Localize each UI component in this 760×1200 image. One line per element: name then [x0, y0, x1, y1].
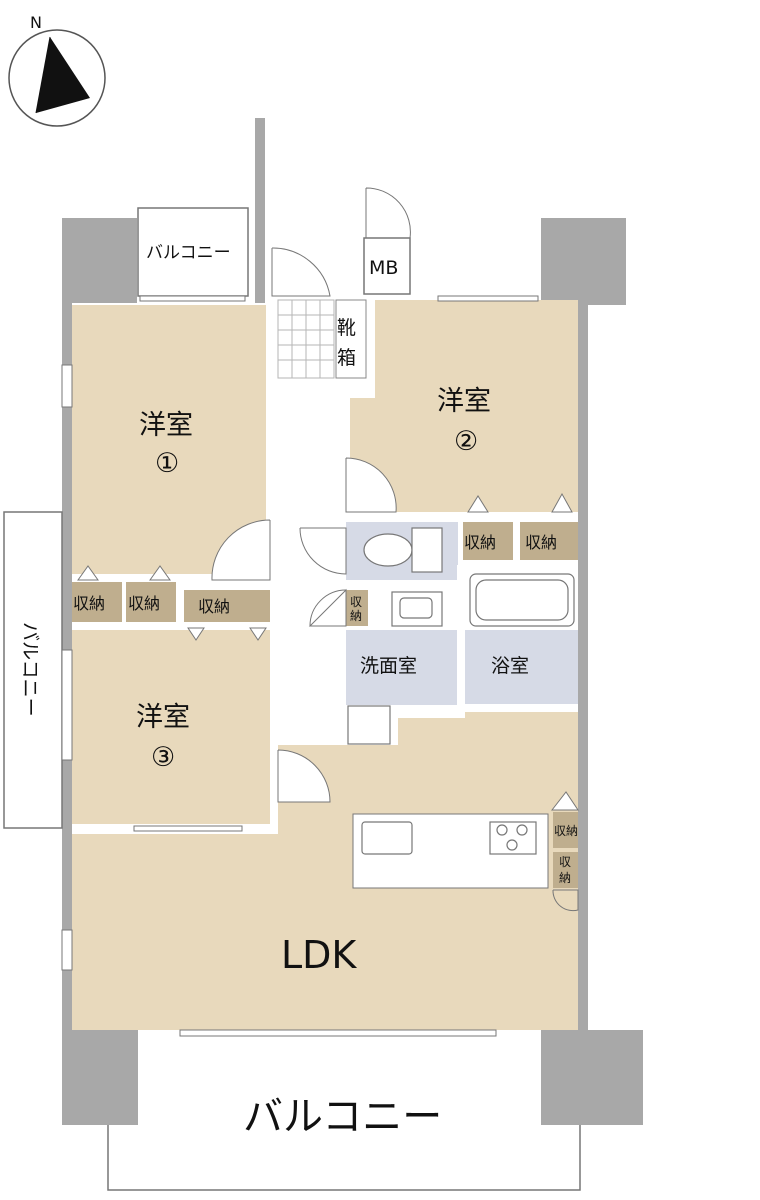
storage-label-w2-b: 収納 [525, 533, 557, 552]
balcony-left [3, 511, 63, 829]
shoe-box-label-2: 箱 [337, 347, 356, 369]
wall-top-post [255, 118, 265, 303]
compass-north-letter: N [30, 13, 42, 32]
storage-corridor [346, 590, 368, 626]
burner-2-icon [516, 824, 528, 836]
burner-1-icon [496, 824, 508, 836]
washroom [346, 630, 458, 705]
wall-bottom-left-block [62, 1030, 138, 1125]
shoe-box [335, 299, 367, 379]
compass-circle [8, 29, 106, 127]
storage-label-w1-b: 収納 [128, 594, 160, 613]
balcony-top-small-label: バルコニー [146, 243, 231, 263]
balcony-main [107, 1125, 581, 1191]
storage-label-corridor-a: 収 [350, 595, 362, 609]
door-swings [211, 187, 579, 912]
compass-arrow-edge [35, 36, 51, 114]
bath-label: 浴室 [491, 655, 529, 677]
fixtures [347, 527, 575, 855]
washroom-label: 洗面室 [360, 655, 417, 677]
balcony-left-label: バルコニー [19, 622, 41, 717]
ldk-room [72, 710, 578, 1030]
wall-right-outer [578, 300, 588, 1035]
storage-kitchen-a [553, 812, 578, 848]
shoe-box-label-1: 靴 [337, 317, 356, 339]
storage-w2-a [463, 522, 513, 560]
storage-w1-b [126, 582, 176, 622]
bathtub-inner-icon [475, 579, 569, 621]
wall-right-notch [578, 295, 626, 305]
wall-bottom-right-block [541, 1030, 643, 1125]
storage-label-w3: 収納 [198, 597, 230, 616]
storage-label-kitchen-b-1: 収 [559, 855, 571, 869]
western-room-1-name: 洋室 [139, 410, 193, 441]
storage-w1-a [72, 582, 122, 622]
bath-room [464, 630, 578, 705]
burner-3-icon [506, 839, 518, 851]
western-room-3-num: ③ [151, 742, 175, 773]
western-room-2 [346, 300, 578, 512]
mb-label: MB [369, 257, 398, 279]
compass-arrow-icon [36, 37, 90, 113]
storage-markers [77, 492, 579, 811]
western-room-2-num: ② [454, 426, 478, 457]
western-room-2-name: 洋室 [437, 386, 491, 417]
western-room-3-name: 洋室 [136, 702, 190, 733]
storage-label-w1-a: 収納 [73, 594, 105, 613]
labels: 洋室 ① 洋室 ② 洋室 ③ LDK 洗面室 浴室 MB 靴 箱 収納 収納 収… [19, 243, 578, 1140]
toilet-bowl-icon [363, 533, 413, 567]
storage-w2-b [520, 522, 578, 560]
storage-w3 [184, 590, 270, 622]
wall-top-right-block [541, 218, 626, 303]
wall-top-left-block [62, 218, 137, 303]
kitchen-sink-icon [361, 821, 413, 855]
wash-basin-inner-icon [399, 597, 433, 619]
compass: N [8, 13, 106, 127]
storage-label-w2-a: 収納 [464, 533, 496, 552]
washer-icon [347, 705, 391, 745]
genkan-tiles [277, 299, 335, 379]
storage-blocks [72, 522, 578, 888]
windows [61, 295, 539, 1037]
balcony-main-label: バルコニー [243, 1094, 442, 1140]
toilet-tank-icon [411, 527, 443, 573]
room-fills [72, 300, 578, 1030]
ldk-label: LDK [281, 933, 357, 977]
western-room-1-num: ① [155, 448, 179, 479]
western-room-3 [72, 630, 270, 824]
storage-label-kitchen-b-2: 納 [559, 871, 571, 885]
balcony-top-small [137, 207, 249, 297]
storage-label-kitchen-a: 収納 [554, 824, 578, 838]
storage-label-corridor-b: 納 [350, 609, 362, 623]
storage-kitchen-b [553, 852, 578, 888]
